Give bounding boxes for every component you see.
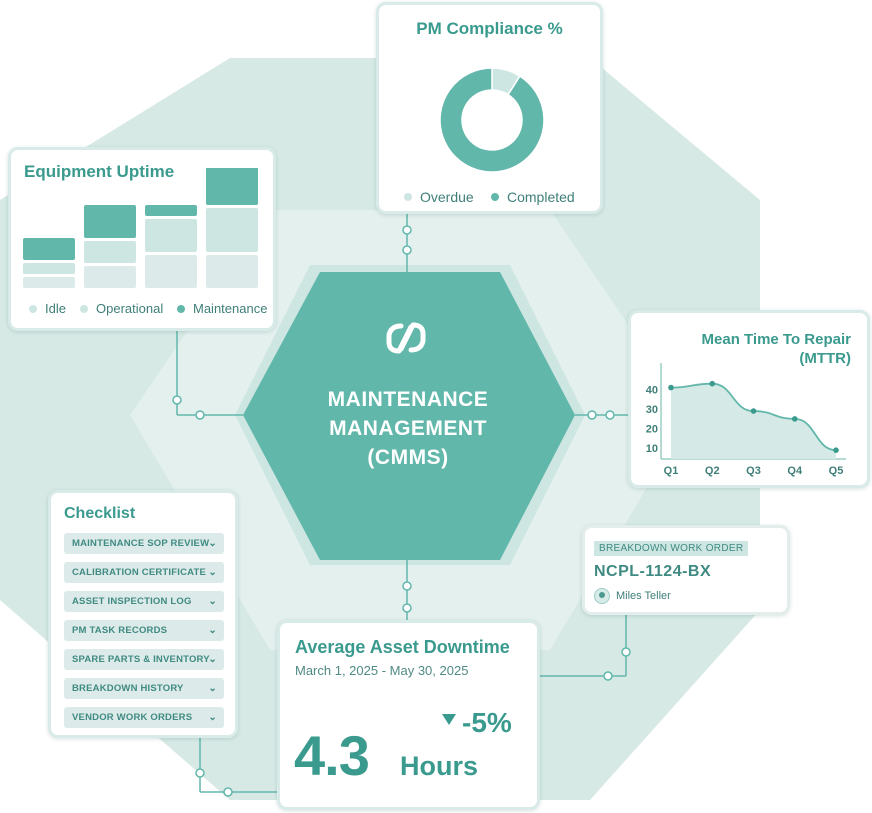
chevron-down-icon[interactable]: ⌄	[208, 538, 217, 549]
uptime-bar-idle	[145, 255, 197, 288]
mttr-point	[668, 384, 674, 391]
mttr-y-tick: 40	[646, 385, 658, 397]
checklist-title: Checklist	[64, 505, 136, 522]
uptime-bar-maintenance	[84, 205, 136, 238]
mttr-x-tick: Q4	[787, 465, 803, 477]
work-order-badge: BREAKDOWN WORK ORDER	[594, 541, 749, 556]
checklist-item[interactable]: ASSET INSPECTION LOG ⌄	[64, 591, 224, 612]
uptime-legend-maintenance-label: Maintenance	[193, 301, 268, 316]
pm-compliance-donut	[439, 67, 545, 173]
mttr-y-tick: 20	[646, 424, 658, 436]
equipment-uptime-chart	[23, 168, 258, 288]
uptime-bar-idle	[206, 255, 258, 288]
equipment-uptime-card: Equipment Uptime Idle Operational Mainte…	[8, 147, 276, 331]
mttr-y-tick: 10	[646, 443, 658, 455]
avatar-icon	[594, 588, 610, 604]
uptime-legend-idle: Idle	[29, 301, 66, 316]
uptime-legend-maintenance: Maintenance	[177, 301, 267, 316]
chevron-down-icon[interactable]: ⌄	[208, 654, 217, 665]
link-logo-icon	[386, 322, 426, 354]
uptime-bar-maintenance	[206, 168, 258, 205]
connectors	[172, 212, 631, 797]
checklist-item[interactable]: VENDOR WORK ORDERS ⌄	[64, 707, 224, 728]
mttr-area	[671, 383, 836, 459]
uptime-bar-maintenance	[145, 205, 197, 216]
mttr-point	[833, 447, 839, 453]
uptime-legend-operational-label: Operational	[96, 301, 164, 316]
checklist-item-label: PM TASK RECORDS	[72, 625, 168, 636]
checklist-item-label: BREAKDOWN HISTORY	[72, 683, 184, 694]
chevron-down-icon[interactable]: ⌄	[208, 683, 217, 694]
checklist-item-label: SPARE PARTS & INVENTORY	[72, 654, 210, 665]
uptime-bar-operational	[145, 219, 197, 252]
checklist-item-label: ASSET INSPECTION LOG	[72, 596, 192, 607]
work-order-card: BREAKDOWN WORK ORDER NCPL-1124-BX Miles …	[582, 525, 790, 615]
chevron-down-icon[interactable]: ⌄	[208, 596, 217, 607]
chevron-down-icon[interactable]: ⌄	[208, 625, 217, 636]
downtime-change-value: -5%	[462, 707, 512, 738]
pm-legend-overdue-label: Overdue	[420, 189, 474, 205]
checklist-item-label: CALIBRATION CERTIFICATE	[72, 567, 207, 578]
uptime-bar-operational	[84, 241, 136, 263]
mttr-point	[709, 380, 716, 387]
uptime-bar-idle	[23, 277, 75, 288]
donut-slice-completed	[439, 67, 545, 173]
uptime-bar-idle	[84, 266, 136, 288]
idle-dot	[29, 304, 37, 313]
checklist-item-label: VENDOR WORK ORDERS	[72, 712, 193, 723]
mttr-x-tick: Q3	[746, 465, 761, 477]
center-title-line2: MANAGEMENT	[329, 417, 487, 440]
uptime-bar-operational	[206, 208, 258, 252]
pm-legend-completed-label: Completed	[507, 189, 575, 205]
pm-compliance-card: PM Compliance % Overdue Completed	[376, 2, 603, 214]
uptime-bar-operational	[23, 263, 75, 274]
checklist-item[interactable]: BREAKDOWN HISTORY ⌄	[64, 678, 224, 699]
chevron-down-icon[interactable]: ⌄	[208, 567, 217, 578]
checklist-card: Checklist MAINTENANCE SOP REVIEW⌄CALIBRA…	[48, 490, 238, 738]
checklist-item[interactable]: CALIBRATION CERTIFICATE⌄	[64, 562, 224, 583]
mttr-point	[750, 408, 757, 414]
maintenance-dot	[177, 304, 185, 313]
mttr-x-tick: Q1	[664, 465, 679, 477]
downtime-unit: Hours	[400, 751, 479, 781]
downtime-title: Average Asset Downtime	[295, 637, 510, 657]
downtime-date-range: March 1, 2025 - May 30, 2025	[295, 663, 469, 678]
pm-compliance-title: PM Compliance %	[416, 19, 563, 38]
checklist-item[interactable]: SPARE PARTS & INVENTORY⌄	[64, 649, 224, 670]
completed-dot	[491, 193, 499, 201]
center-title-line3: (CMMS)	[367, 446, 449, 469]
center-hexagon	[243, 272, 575, 560]
mttr-point	[791, 416, 798, 422]
mttr-title-line2: (MTTR)	[799, 350, 851, 367]
checklist-item-label: MAINTENANCE SOP REVIEW	[72, 538, 210, 549]
equipment-uptime-title: Equipment Uptime	[24, 162, 175, 181]
pm-legend-overdue: Overdue	[404, 189, 474, 205]
checklist-item[interactable]: PM TASK RECORDS ⌄	[64, 620, 224, 641]
center-title-line1: MAINTENANCE	[327, 388, 489, 411]
operational-dot	[80, 304, 88, 313]
uptime-legend-idle-label: Idle	[45, 301, 66, 316]
uptime-legend-operational: Operational	[80, 301, 163, 316]
mttr-x-tick: Q2	[705, 465, 720, 477]
work-order-assignee: Miles Teller	[616, 590, 671, 602]
mttr-x-tick: Q5	[829, 465, 844, 477]
chevron-down-icon[interactable]: ⌄	[208, 712, 217, 723]
mttr-y-tick: 30	[646, 404, 658, 416]
work-order-id: NCPL-1124-BX	[594, 563, 712, 580]
downtime-value: 4.3	[294, 724, 370, 787]
downtime-change: -5%	[442, 707, 512, 739]
uptime-bar-maintenance	[23, 238, 75, 260]
pm-legend-completed: Completed	[491, 189, 575, 205]
overdue-dot	[404, 193, 412, 201]
mttr-title-line1: Mean Time To Repair	[701, 331, 851, 348]
downtime-card: Average Asset Downtime March 1, 2025 - M…	[277, 620, 540, 810]
checklist-item[interactable]: MAINTENANCE SOP REVIEW⌄	[64, 533, 224, 554]
triangle-down-icon	[442, 713, 456, 725]
